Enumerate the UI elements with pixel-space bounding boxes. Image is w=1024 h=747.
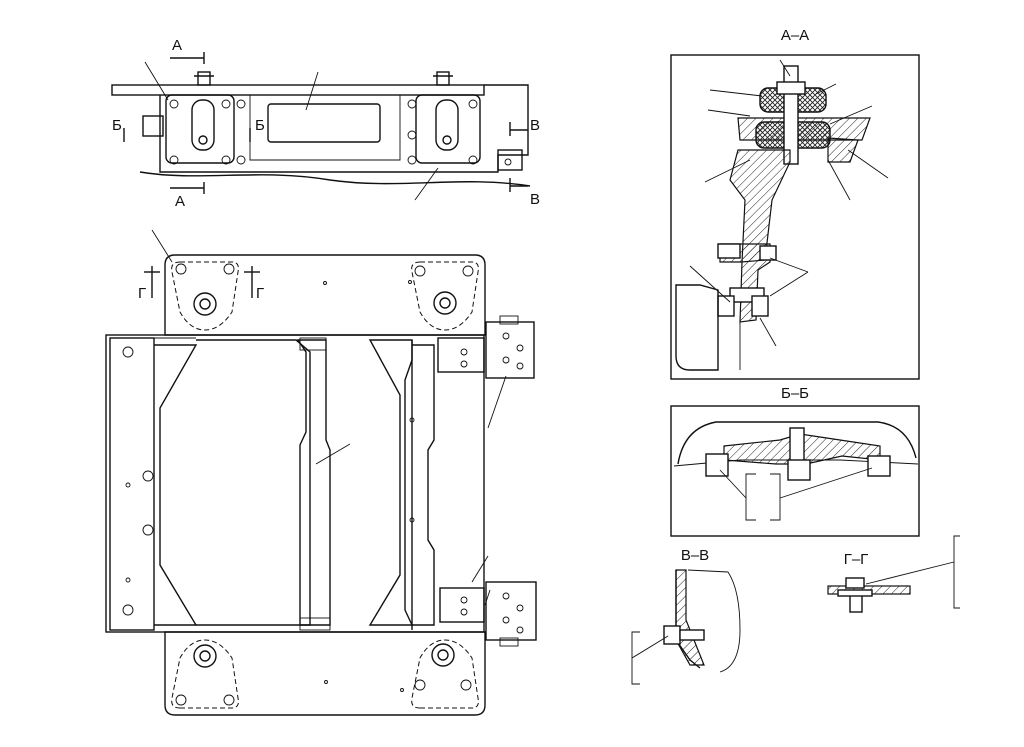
plan-view [105,229,537,716]
cut-label-v-bottom: В [530,191,540,208]
cut-label-g-right: Г [256,285,264,302]
cut-label-b-mid: Б [255,117,265,134]
section-bb-view [670,405,920,537]
section-title-vv: В–В [681,547,709,564]
cut-label-v-top: В [530,117,540,134]
section-gg-view [827,535,960,613]
section-title-gg: Г–Г [844,551,869,568]
side-elevation-view [111,52,531,201]
section-title-bb: Б–Б [781,385,809,402]
cut-label-g-left: Г [138,285,146,302]
cut-label-a-top: А [172,37,182,54]
section-aa-view [670,54,920,380]
section-title-aa: А–А [781,27,809,44]
cut-label-b-left: Б [112,117,122,134]
section-vv-view [631,569,741,685]
cut-label-a-bottom: А [175,193,185,210]
